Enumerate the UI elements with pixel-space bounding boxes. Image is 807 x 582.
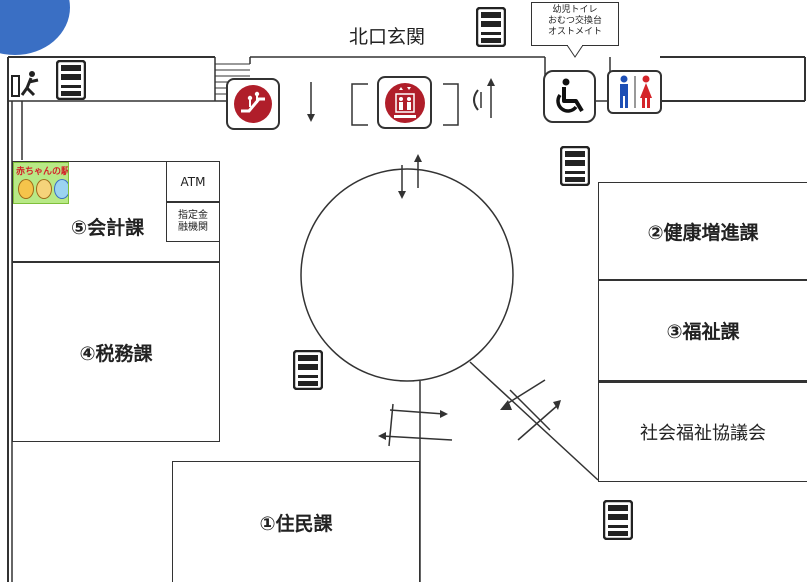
baby-station-sign-text: 赤ちゃんの駅 (16, 167, 69, 177)
room-welfare-label: ③福祉課 (666, 321, 740, 343)
atm-box[interactable]: ATM (166, 161, 220, 202)
vending-machine-icon (560, 146, 590, 186)
room-resident-label: ①住民課 (259, 512, 333, 535)
room-tax[interactable]: ④税務課 (12, 262, 220, 442)
callout-pointer (566, 45, 584, 58)
emergency-exit-icon (11, 71, 39, 97)
vending-machine-icon (293, 350, 323, 390)
elevator-badge[interactable] (377, 76, 432, 129)
accessible-toilet-badge[interactable] (543, 70, 596, 123)
restroom-icon (619, 75, 652, 108)
room-welfare[interactable]: ③福祉課 (598, 280, 807, 381)
north-entrance-label: 北口玄関 (349, 26, 426, 48)
callout-line-1: 幼児トイレ (552, 5, 598, 15)
callout-line-2: おむつ交換台 (547, 16, 602, 26)
room-tax-label: ④税務課 (79, 342, 153, 365)
room-health-label: ②健康増進課 (647, 221, 759, 244)
room-social-welfare-council[interactable]: 社会福祉協議会 (598, 381, 807, 482)
room-social-welfare-council-label: 社会福祉協議会 (640, 423, 766, 444)
wheelchair-icon (555, 78, 584, 113)
atm-label: ATM (180, 174, 206, 189)
baby-station-sign-figures (18, 179, 68, 199)
room-health[interactable]: ②健康増進課 (598, 182, 807, 280)
designated-bank-box[interactable]: 指定金 融機関 (166, 202, 220, 242)
baby-station-sign: 赤ちゃんの駅 (13, 162, 69, 204)
restroom-badge[interactable] (607, 70, 662, 114)
room-resident[interactable]: ①住民課 (172, 461, 420, 582)
callout-line-3: オストメイト (547, 27, 602, 37)
escalator-badge[interactable] (226, 78, 280, 130)
vending-machine-icon (476, 7, 506, 47)
multipurpose-toilet-callout: 幼児トイレ おむつ交換台 オストメイト (531, 2, 619, 46)
vending-machine-icon (56, 60, 86, 100)
vending-machine-icon (603, 500, 633, 540)
escalator-icon (234, 85, 272, 123)
designated-bank-label: 指定金 融機関 (178, 210, 208, 233)
room-accounting-label: ⑤会計課 (71, 217, 145, 239)
elevator-icon (384, 82, 425, 123)
